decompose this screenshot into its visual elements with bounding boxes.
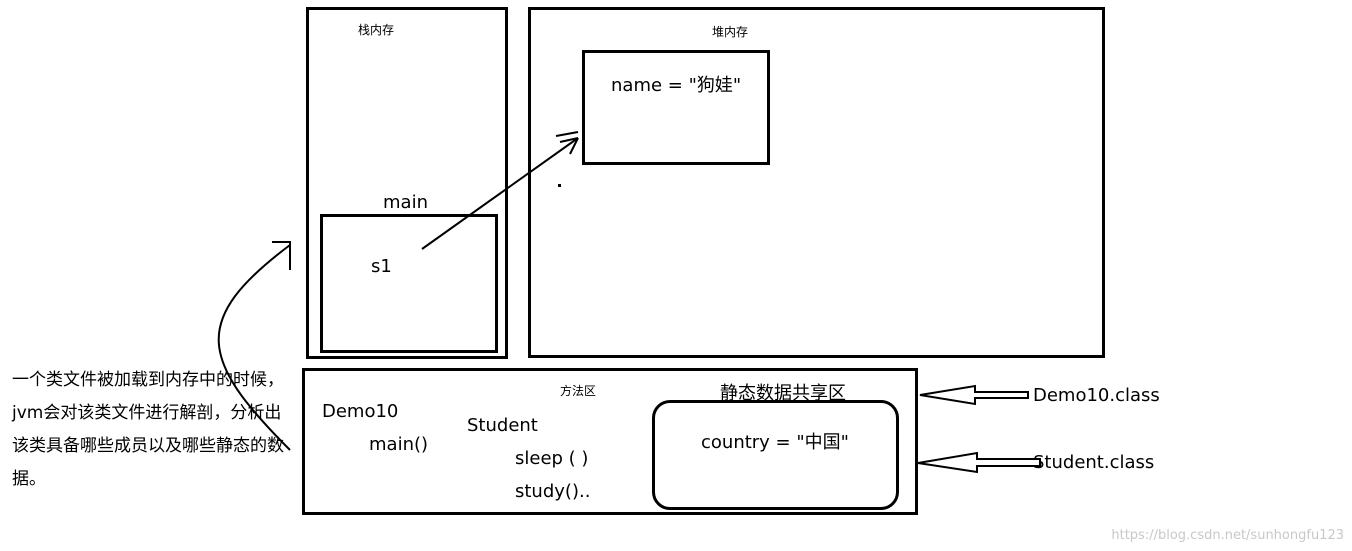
student-sleep-method: sleep ( ) [515,448,589,469]
main-frame-label: main [383,192,428,213]
stack-memory-box [306,7,508,359]
static-area-title: 静态数据共享区 [720,383,846,404]
class-loading-note: 一个类文件被加载到内存中的时候，jvm会对该类文件进行解剖，分析出该类具备哪些成… [12,370,284,489]
student-class-label: Student [467,415,538,436]
static-area-box [652,400,899,510]
demo10-class-arrow [919,384,1029,406]
student-study-method: study().. [515,481,591,502]
student-class-file-label: Student.class [1033,452,1155,473]
static-country-value: country = "中国" [701,432,849,453]
heap-memory-box [528,7,1105,358]
demo10-main-method: main() [369,434,429,455]
stray-dot [558,184,561,187]
student-class-arrow [917,451,1041,474]
demo10-class-label: Demo10 [322,401,399,422]
s1-variable-label: s1 [371,256,392,277]
reference-arrow-head [559,137,579,155]
load-curve-arrow [217,244,291,451]
student-object-box [582,50,770,165]
method-area-title: 方法区 [560,384,597,398]
reference-arrow-mark [555,131,579,137]
student-object-name: name = "狗娃" [611,75,742,96]
watermark-text: https://blog.csdn.net/sunhongfu123 [1111,528,1344,543]
demo10-class-file-label: Demo10.class [1033,385,1160,406]
stack-memory-title: 栈内存 [358,23,395,37]
method-area-box [302,368,918,515]
load-curve-arrow-head [272,241,291,270]
heap-memory-title: 堆内存 [712,25,749,39]
main-frame-box [320,214,498,353]
reference-arrow-line [421,137,579,250]
